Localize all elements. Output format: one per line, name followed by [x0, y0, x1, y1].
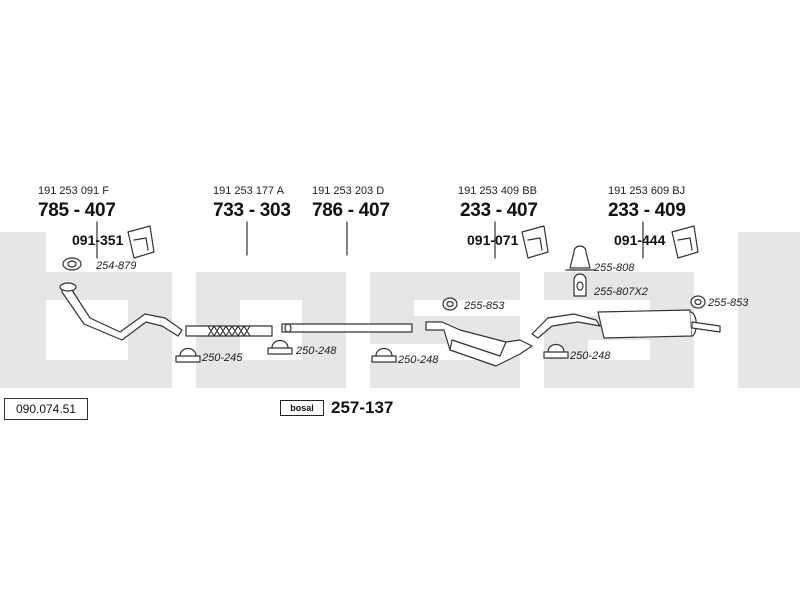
clamp-250-245: [175, 347, 201, 363]
front-flange: [59, 282, 77, 292]
part-oem: 191 253 091 F: [38, 185, 109, 197]
part-oem: 191 253 609 BJ: [608, 185, 686, 197]
clamp-250-248-b: [371, 347, 397, 363]
mounting-number: 091-071: [467, 232, 519, 248]
center-silencer-edge: [449, 339, 507, 357]
hanger-091-351: [127, 225, 155, 259]
part-number: 233 - 407: [460, 200, 538, 221]
accessory-ref: 255-853: [708, 297, 749, 309]
flex-mesh: [207, 325, 251, 337]
hanger-091-444: [671, 225, 699, 259]
accessory-ref: 255-807X2: [594, 286, 648, 298]
watermark-letter-l: [738, 232, 800, 388]
rubber-255-807-hole: [576, 281, 584, 291]
center-silencer: [425, 321, 533, 367]
accessory-ref: 255-853: [464, 300, 505, 312]
clamp-250-248-c: [543, 343, 569, 359]
accessory-ref: 250-248: [296, 345, 337, 357]
accessory-ref: 250-248: [398, 354, 439, 366]
accessory-ref: 250-245: [202, 352, 243, 364]
clamp-250-248-a: [267, 339, 293, 355]
accessory-ref: 254-879: [96, 260, 137, 272]
rear-pipe-inlet: [531, 313, 601, 339]
part-oem: 191 253 409 BB: [458, 185, 537, 197]
accessory-ref: 255-808: [594, 262, 635, 274]
ring-255-853-a-inner: [446, 300, 454, 308]
hanger-091-071: [521, 225, 549, 259]
watermark-letter-o: [196, 272, 346, 388]
middle-pipe: [281, 323, 413, 333]
diagram-code: 090.074.51: [4, 398, 88, 420]
part-number: 233 - 409: [608, 200, 686, 221]
mounting-kit-number: 257-137: [331, 398, 394, 417]
gasket-254-879-inner: [67, 260, 77, 268]
part-number: 785 - 407: [38, 200, 116, 221]
mounting-kit-logo: bosal: [280, 400, 324, 416]
part-oem: 191 253 203 D: [312, 185, 385, 197]
front-pipe: [61, 283, 183, 341]
mounting-number: 091-444: [614, 232, 666, 248]
accessory-ref: 250-248: [570, 350, 611, 362]
middle-pipe-end: [284, 323, 292, 333]
tail-pipe: [691, 321, 721, 333]
ring-255-853-b-inner: [694, 298, 702, 306]
rear-silencer: [597, 309, 693, 339]
part-oem: 191 253 177 A: [213, 185, 284, 197]
mounting-number: 091-351: [72, 232, 124, 248]
rubber-255-808: [565, 245, 595, 271]
part-number: 786 - 407: [312, 200, 390, 221]
watermark-letter-b: [0, 232, 172, 388]
part-number: 733 - 303: [213, 200, 291, 221]
